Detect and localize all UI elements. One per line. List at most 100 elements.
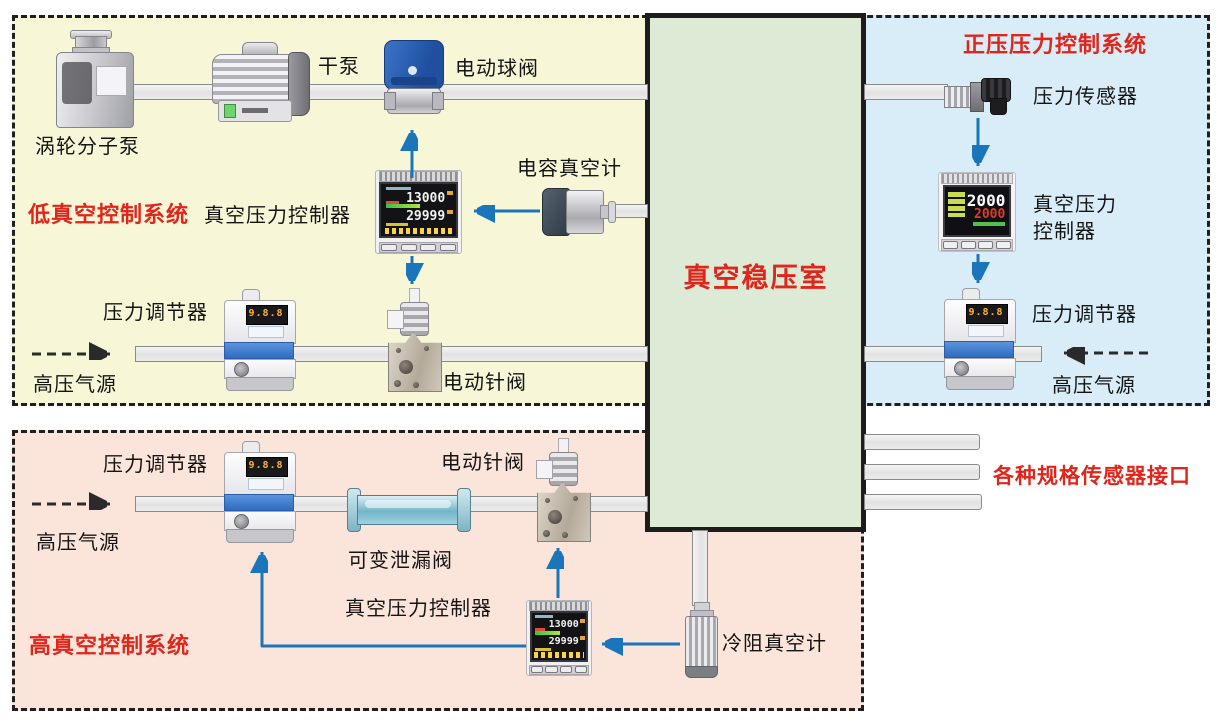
regulator-label-tag [968, 325, 1004, 337]
regulator-base [226, 529, 294, 543]
label-gas-source-low: 高压气源 [33, 372, 117, 396]
title-high-vacuum-system: 高真空控制系统 [29, 634, 191, 659]
vacuum-pressure-controller-right: 2000 2000 [938, 172, 1016, 252]
regulator-display-digits: 9.8.8 [248, 308, 284, 319]
dry-pump-image [212, 42, 310, 122]
needle-valve-actuator [400, 302, 429, 336]
needle-valve-tab [536, 460, 553, 479]
needle-valve-hole [545, 498, 550, 503]
needle-valve-tab [387, 310, 404, 329]
controller-yellow-bar [385, 222, 409, 226]
controller-unit-2 [447, 209, 454, 214]
pipe-chamber-to-coldgauge [692, 530, 708, 606]
pipe-chamber-to-regulator-right [864, 346, 948, 362]
pressure-sensor-connector-down [990, 98, 1007, 115]
regulator-blue-band [224, 342, 294, 359]
regulator-display [246, 457, 288, 477]
label-dry-pump: 干泵 [318, 54, 360, 78]
controller-indicator-dots [534, 651, 584, 658]
label-gas-source-right: 高压气源 [1052, 373, 1136, 397]
controller-reading-1: 13000 [406, 190, 446, 206]
regulator-blue-band [944, 341, 1014, 358]
dry-pump-indicator [224, 104, 236, 118]
ball-valve-hex-right [432, 92, 444, 110]
needle-valve-hole [573, 496, 578, 501]
controller-screen: 2000 2000 [942, 185, 1012, 237]
controller-unit-2 [580, 636, 585, 641]
needle-valve-hole [396, 348, 401, 353]
label-cold-gauge: 冷阻真空计 [722, 631, 827, 655]
dry-pump-fins [212, 54, 300, 104]
title-vacuum-chamber: 真空稳压室 [683, 263, 829, 294]
capacitance-gauge-disc [608, 201, 616, 223]
needle-valve-hole [399, 360, 413, 374]
label-needle-valve-high: 电动针阀 [441, 450, 525, 474]
controller-top-vent [378, 171, 459, 182]
regulator-display-digits: 9.8.8 [968, 307, 1004, 318]
controller-reading-2: 29999 [406, 209, 446, 225]
label-turbo-pump: 涡轮分子泵 [35, 134, 140, 158]
leak-valve-highlight [365, 500, 451, 508]
needle-valve-hole [543, 530, 550, 537]
vacuum-pressure-controller-low: 13000 29999 [375, 170, 462, 254]
regulator-port-hole [234, 514, 249, 529]
label-regulator-high: 压力调节器 [103, 452, 208, 476]
pipe-sensor-port-3 [864, 494, 982, 510]
controller-setpoint: 2000 [974, 207, 1006, 223]
vacuum-chamber-box [645, 13, 866, 532]
controller-green-bar [534, 630, 561, 635]
vacuum-pressure-controller-high: 13000 29999 [526, 600, 592, 676]
controller-reading-1: 2000 [966, 191, 1006, 211]
controller-brand-strip [534, 615, 554, 619]
controller-unit-1 [580, 619, 585, 624]
label-ball-valve: 电动球阀 [455, 56, 539, 80]
controller-screen: 13000 29999 [529, 611, 589, 662]
label-gas-source-high: 高压气源 [36, 530, 120, 554]
controller-reading-1: 13000 [548, 618, 579, 630]
label-controller-right-line2: 控制器 [1033, 219, 1096, 243]
pressure-sensor-image [944, 76, 1012, 116]
regulator-display [966, 304, 1008, 324]
controller-buttons [940, 239, 1014, 251]
pressure-regulator-right-image: 9.8.8 [944, 288, 1016, 390]
needle-valve-hole [424, 346, 429, 351]
controller-brand-strip [385, 186, 412, 190]
capacitance-gauge-image [542, 186, 616, 236]
region-positive-pressure-system [858, 15, 1210, 406]
controller-indicator-dots [385, 228, 452, 235]
pressure-regulator-high-image: 9.8.8 [224, 441, 296, 543]
controller-reading-2: 29999 [548, 635, 579, 647]
label-pressure-sensor: 压力传感器 [1033, 84, 1138, 108]
regulator-display-digits: 9.8.8 [248, 460, 284, 471]
ball-valve-hex-left [384, 92, 396, 110]
regulator-display [246, 305, 288, 325]
electric-ball-valve-image [384, 40, 444, 116]
controller-red-bar [534, 628, 545, 632]
regulator-port-hole [954, 361, 969, 376]
label-controller-high: 真空压力控制器 [345, 596, 492, 620]
regulator-blue-band [224, 494, 294, 511]
regulator-label-tag [248, 478, 284, 490]
title-positive-pressure-system: 正压压力控制系统 [963, 33, 1148, 58]
controller-unit-1 [447, 191, 454, 196]
cold-gauge-bottom-cap [685, 666, 718, 678]
capacitance-gauge-body [566, 190, 604, 234]
pipe-sensor-port-2 [864, 464, 980, 480]
title-sensor-ports: 各种规格传感器接口 [993, 464, 1191, 488]
controller-parameter-table [948, 192, 965, 217]
controller-screen: 13000 29999 [379, 182, 458, 239]
leak-valve-flange-right [457, 488, 471, 532]
controller-green-bar [385, 204, 420, 209]
pressure-regulator-low-image: 9.8.8 [224, 289, 296, 391]
turbo-pump-panel [96, 66, 127, 96]
regulator-base [226, 377, 294, 391]
label-regulator-low: 压力调节器 [103, 300, 208, 324]
needle-valve-hole [548, 510, 562, 524]
dry-pump-slot [242, 108, 268, 113]
dry-pump-motor [288, 52, 310, 116]
turbo-molecular-pump-image [56, 30, 134, 128]
ball-valve-dot [408, 66, 417, 75]
variable-leak-valve-image [347, 488, 471, 532]
label-regulator-right: 压力调节器 [1032, 302, 1137, 326]
